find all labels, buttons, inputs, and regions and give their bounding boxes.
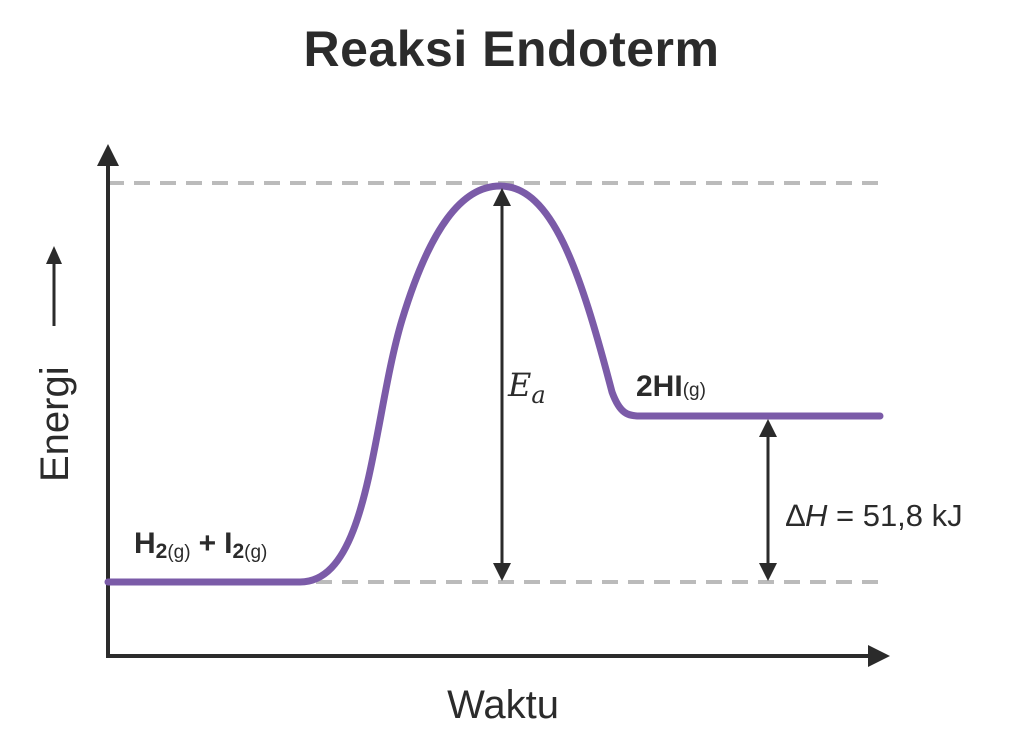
enthalpy-arrowhead-top [759,419,777,437]
x-axis-label: Waktu [447,683,559,727]
reactant-label: H2(g)+I2(g) [134,527,267,563]
enthalpy-label: ∆H = 51,8 kJ [786,498,963,533]
x-axis-arrowhead [868,645,890,667]
activation-energy-label: Ea [507,366,546,409]
activation-energy-arrowhead-bottom [493,563,511,581]
reaction-energy-curve [104,182,884,586]
enthalpy-arrowhead-bottom [759,563,777,581]
activation-energy-arrowhead-top [493,188,511,206]
product-label: 2HI(g) [636,370,706,403]
y-axis-arrowhead [97,144,119,166]
diagram-title: Reaksi Endoterm [303,21,720,77]
y-axis-label: Energi [33,366,77,482]
energy-arrow-head [46,246,62,264]
